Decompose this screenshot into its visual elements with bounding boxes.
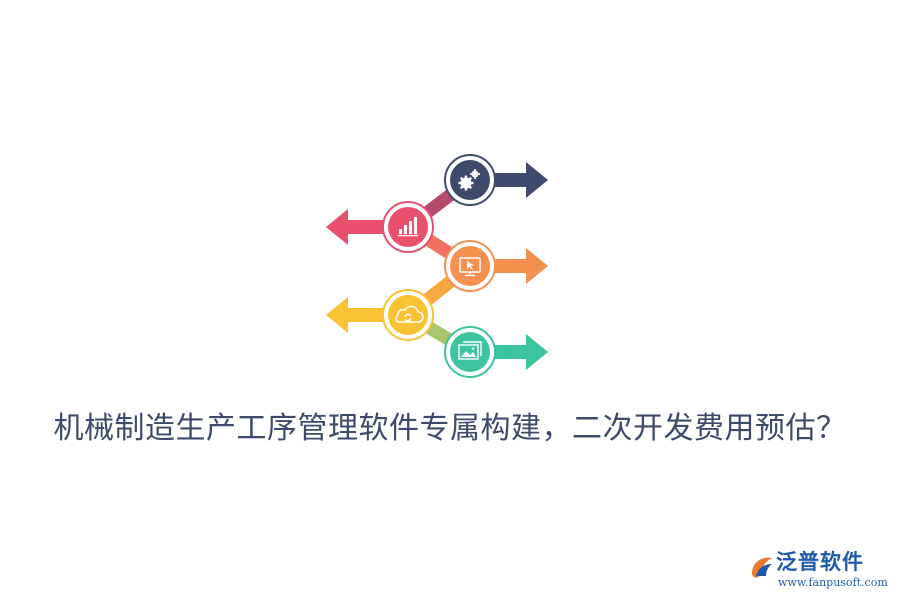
step-3-node — [444, 240, 496, 292]
page-title: 机械制造生产工序管理软件专属构建，二次开发费用预估？ — [53, 411, 847, 446]
image-gallery-icon — [458, 341, 482, 360]
brand-name: 泛普软件 — [776, 550, 864, 574]
process-infographic — [326, 154, 548, 378]
brand-logo-block: 泛普软件 www.fanpusoft.com — [748, 548, 888, 592]
screen-cursor-icon — [459, 257, 481, 277]
brand-logo-icon — [752, 557, 772, 578]
step-5-node — [444, 326, 496, 378]
brand-url: www.fanpusoft.com — [778, 576, 888, 589]
step-4-node — [382, 289, 434, 341]
cloud-sync-icon — [395, 305, 424, 323]
bar-chart-icon — [398, 217, 418, 237]
gears-icon — [458, 169, 480, 191]
step-1-node — [444, 154, 496, 206]
step-2-node — [382, 201, 434, 253]
